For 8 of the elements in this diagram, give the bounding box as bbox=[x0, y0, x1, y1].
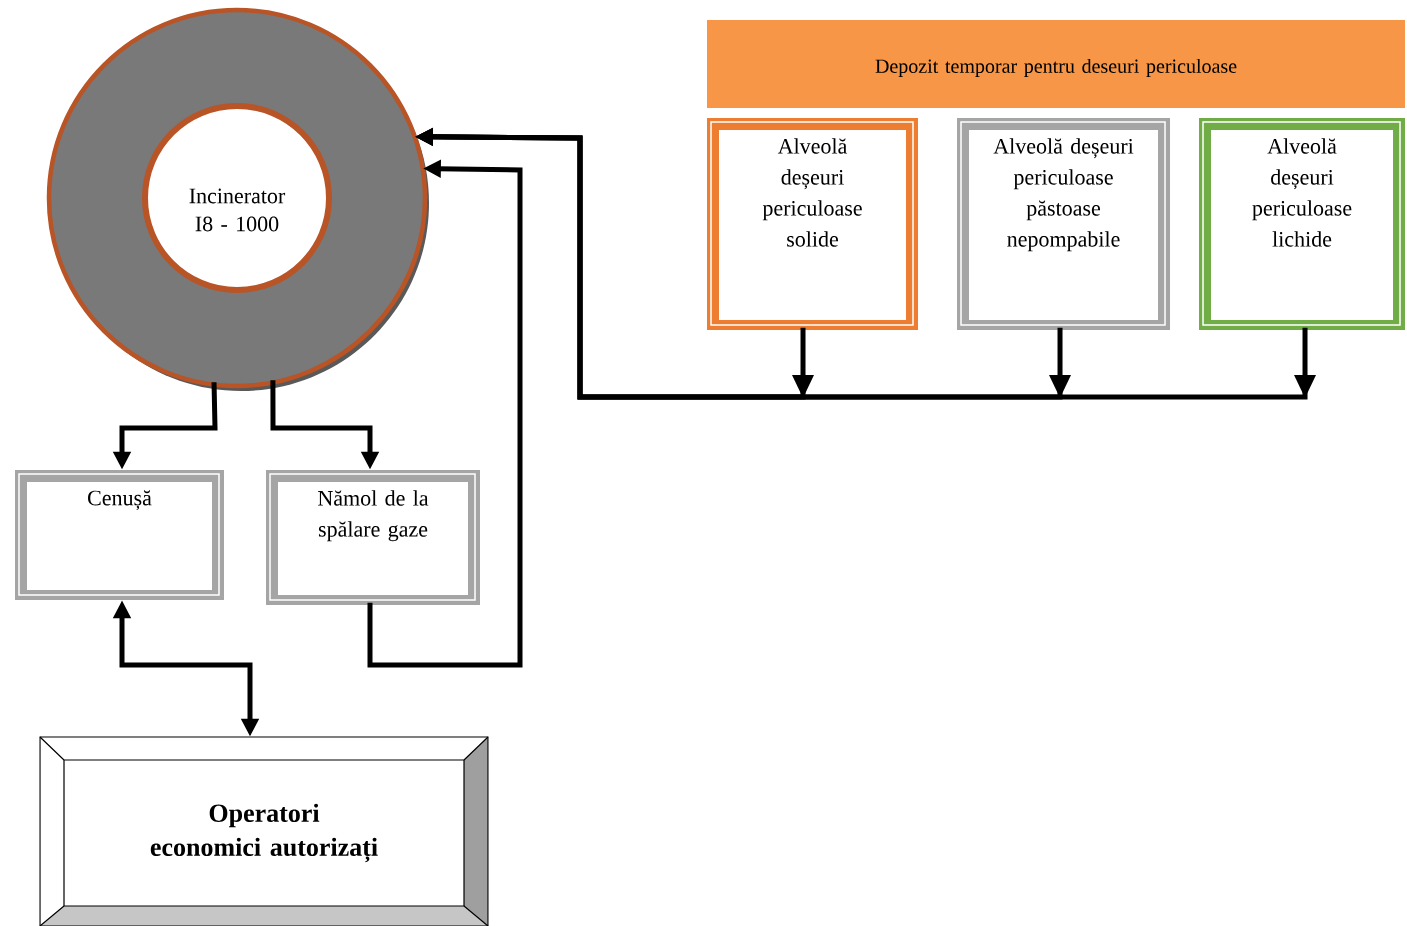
header-band: Depozit temporar pentru deseuri periculoase bbox=[707, 20, 1405, 108]
storage-box: Cenușă bbox=[15, 470, 224, 600]
operator-box: Operatori economici autorizați bbox=[39, 736, 489, 926]
storage-box: Nămol de la spălare gaze bbox=[266, 470, 480, 605]
storage-box: Alveolă deșeuri periculoase lichide bbox=[1199, 118, 1405, 330]
storage-box: Alveolă deșeuri periculoase solide bbox=[707, 118, 918, 330]
incinerator-ring: Incinerator I8 - 1000 bbox=[46, 7, 429, 391]
storage-box: Alveolă deșeuri periculoase păstoase nepompabile bbox=[957, 118, 1170, 330]
